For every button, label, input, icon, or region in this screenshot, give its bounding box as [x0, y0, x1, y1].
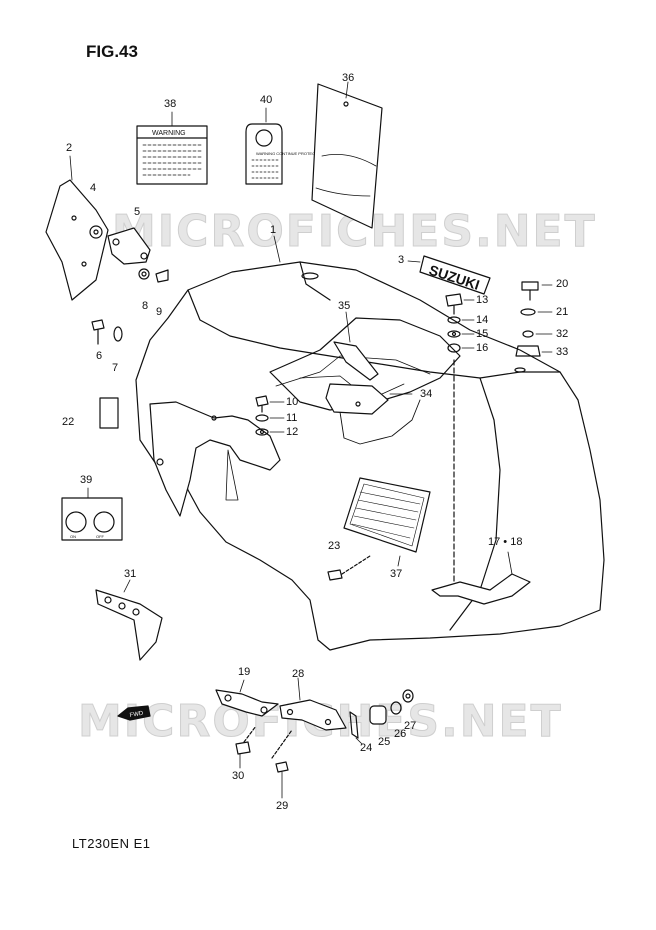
warning-tag-text: WARNING CONTINUE PROTECTION	[256, 151, 325, 156]
warning-tag-part: WARNING CONTINUE PROTECTION	[245, 107, 325, 185]
plate-part	[95, 579, 163, 661]
callout-30: 30	[232, 770, 245, 782]
callout-17-18: 17 • 18	[488, 536, 523, 548]
mud-flap-part	[311, 81, 383, 229]
figure-title: FIG.43	[86, 42, 138, 61]
model-code: LT230EN E1	[72, 836, 151, 851]
callout-38: 38	[164, 98, 177, 110]
hardware-left	[91, 319, 123, 345]
callout-2: 2	[66, 142, 73, 154]
bracket-part	[107, 227, 169, 283]
callout-22: 22	[62, 416, 75, 428]
brand-decal-part: SUZUKI	[407, 255, 491, 295]
callout-20: 20	[556, 278, 569, 290]
side-cover-part	[45, 155, 109, 301]
callout-3: 3	[398, 254, 405, 266]
callout-13: 13	[476, 294, 489, 306]
callout-16: 16	[476, 342, 489, 354]
grommet-set	[349, 689, 414, 745]
callout-26: 26	[394, 728, 407, 740]
callout-25: 25	[378, 736, 391, 748]
warning-label-part: WARNING	[136, 111, 208, 185]
callout-10: 10	[286, 396, 299, 408]
callout-23: 23	[328, 540, 341, 552]
callout-5: 5	[134, 206, 141, 218]
badge-right-text: OFF	[96, 534, 105, 539]
callout-33: 33	[556, 346, 569, 358]
callout-9: 9	[156, 306, 163, 318]
callout-34: 34	[420, 388, 433, 400]
hardware-center	[255, 395, 285, 436]
callout-40: 40	[260, 94, 273, 106]
callout-8: 8	[142, 300, 149, 312]
warning-label-text: WARNING	[152, 130, 186, 137]
badge-left-text: ON	[70, 534, 76, 539]
callout-4: 4	[90, 182, 97, 194]
strap-part	[325, 311, 413, 415]
callout-29: 29	[276, 800, 289, 812]
callout-28: 28	[292, 668, 305, 680]
forward-arrow-text: FWD	[129, 711, 144, 719]
hardware-far-right	[515, 281, 553, 357]
info-badge-part: ON OFF	[61, 487, 123, 541]
callout-14: 14	[476, 314, 489, 326]
callout-24: 24	[360, 742, 373, 754]
rear-bracket-part	[431, 551, 531, 605]
callout-37: 37	[390, 568, 403, 580]
hardware-right-stack	[445, 293, 475, 353]
callout-11: 11	[286, 412, 298, 424]
callout-21: 21	[556, 306, 569, 318]
callout-27: 27	[404, 720, 417, 732]
callout-36: 36	[342, 72, 355, 84]
forward-arrow-icon: FWD	[117, 705, 151, 721]
callout-39: 39	[80, 474, 93, 486]
callout-31: 31	[124, 568, 137, 580]
callout-32: 32	[556, 328, 569, 340]
callout-6: 6	[96, 350, 103, 362]
rubber-block-part	[99, 397, 119, 429]
callout-15: 15	[476, 328, 489, 340]
lower-hardware	[215, 677, 347, 799]
callout-7: 7	[112, 362, 119, 374]
callout-1: 1	[270, 224, 277, 236]
callout-35: 35	[338, 300, 351, 312]
callout-12: 12	[286, 426, 299, 438]
callout-19: 19	[238, 666, 251, 678]
rear-fender-part	[135, 235, 605, 651]
